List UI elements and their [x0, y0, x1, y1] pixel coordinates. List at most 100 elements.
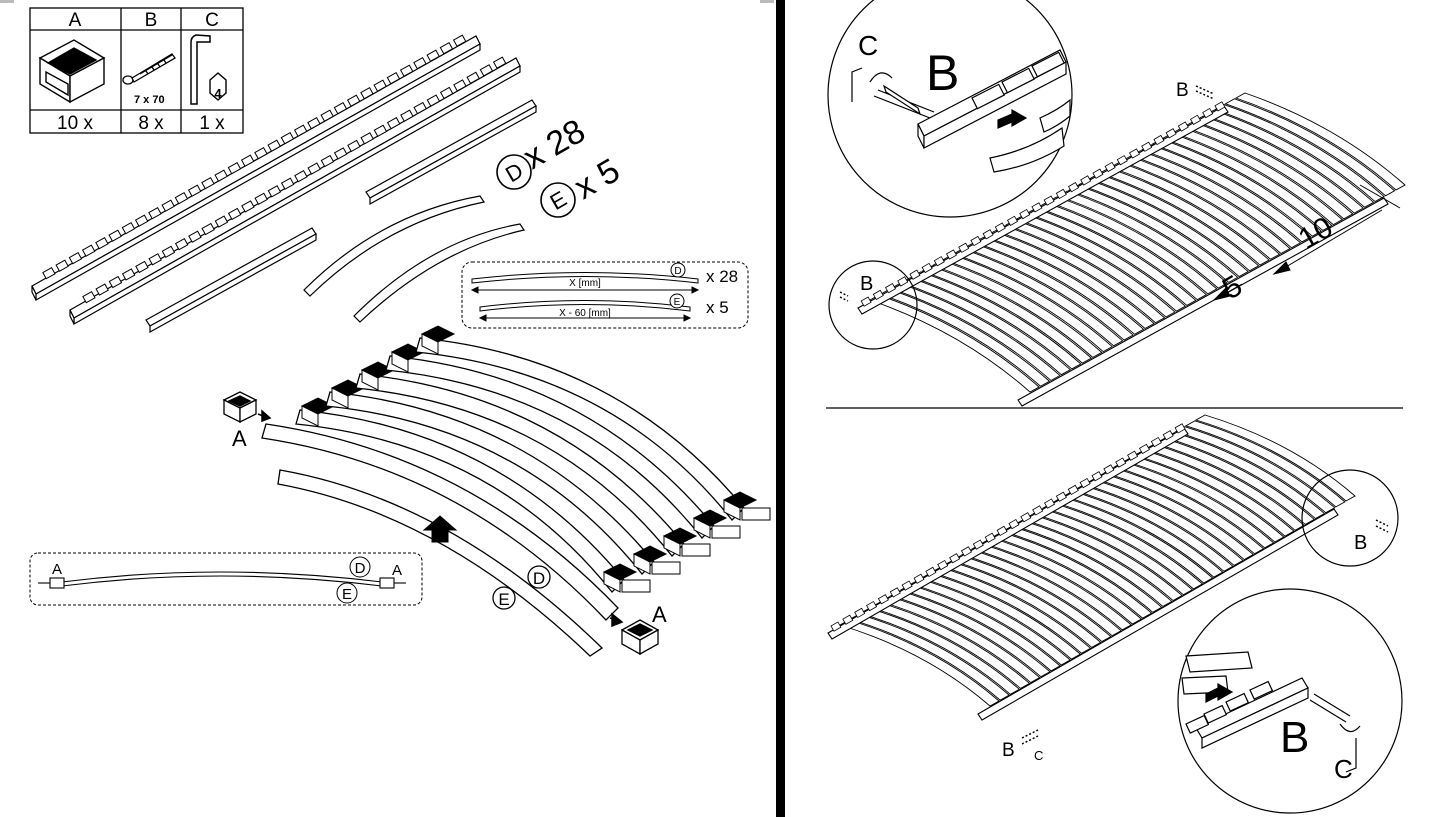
slat-e-letter: E [546, 186, 571, 215]
frame-holder [884, 283, 897, 294]
curved-slat-d [303, 195, 485, 297]
cap-right-arrow [609, 612, 624, 628]
slat-cap-end-side [723, 499, 741, 521]
zoom-circle-right [1301, 469, 1399, 567]
frame-slat [960, 549, 1122, 637]
rail-holder [161, 245, 176, 258]
rail-holder [95, 237, 109, 250]
page-divider [776, 0, 785, 817]
rail-holder [333, 147, 348, 160]
slat-cap-tab [651, 561, 681, 575]
frame-slat [879, 288, 1051, 387]
frame-holder [1214, 101, 1226, 112]
zoom-bottom-tool-label: C [1334, 754, 1353, 784]
frame-slat [971, 543, 1133, 631]
frame-holder [1177, 121, 1189, 132]
frame-holder [921, 262, 933, 274]
rail-holder [134, 214, 149, 227]
rail-holder [95, 283, 109, 296]
frame-slat [1072, 484, 1234, 572]
frame-slat [1140, 144, 1312, 243]
slat-length-legend [461, 261, 749, 329]
frame-slat [889, 282, 1061, 382]
frame-holder [1128, 148, 1141, 159]
rail-holder [426, 94, 441, 107]
detail-slat [38, 571, 406, 589]
frame-slat [1182, 121, 1354, 220]
rail-holder [267, 185, 282, 198]
rail-holder [453, 79, 467, 92]
bare-slat-d [261, 423, 619, 621]
frame-slat [921, 265, 1093, 364]
frame-slat [869, 601, 1031, 689]
slat-cap-tab [621, 579, 651, 593]
frame-slat [1067, 184, 1239, 283]
frame-holder [1127, 450, 1139, 461]
detail-e-letter: E [342, 586, 352, 603]
frame-slat [859, 607, 1021, 695]
frame-slat [994, 225, 1166, 324]
rail-holder [267, 139, 281, 152]
frame-slat [1172, 127, 1344, 226]
frame-slat [1123, 455, 1285, 543]
frame-slat [1151, 138, 1323, 237]
rail-holder [161, 199, 175, 212]
parts-table [29, 7, 244, 134]
slat-e-badge [540, 182, 576, 218]
frame-holder [994, 222, 1006, 233]
rail-holder [347, 139, 361, 153]
zoom-top-contents [851, 49, 1071, 173]
slat-cap-end-side [663, 535, 681, 557]
frame-holder [877, 594, 889, 605]
frame-slat [1234, 92, 1406, 191]
curved-slat-e [353, 223, 525, 323]
frame-slat [1103, 467, 1265, 555]
rail-holder [373, 124, 388, 137]
rail-holder [68, 252, 83, 265]
frame-holder [1116, 155, 1128, 166]
rail-holder [492, 56, 507, 69]
slat-cap-tab [741, 507, 771, 521]
frame-holder [1006, 215, 1019, 226]
frame-holder [1189, 114, 1202, 125]
frame-holder [1162, 430, 1174, 441]
frame-slat [1213, 104, 1385, 203]
slat-e-marker-label: E [498, 590, 509, 609]
rail-holder [148, 207, 162, 220]
frame-holder [933, 256, 945, 267]
frame-holder [897, 276, 909, 287]
frame-slat [900, 277, 1072, 376]
frame-holder [1031, 202, 1043, 213]
slat-cap-side [361, 369, 379, 391]
zoom-top-screw-label: B [926, 45, 959, 101]
slat-e-count: x 5 [568, 151, 626, 207]
slat-cap-side [391, 351, 409, 373]
frame-slat [1032, 508, 1194, 596]
slat-cap-side [331, 387, 349, 409]
frame-holder [872, 289, 884, 301]
frame-holder [1067, 182, 1080, 193]
zoom-top-tool-label: C [858, 30, 878, 61]
slat-cap-side [301, 405, 319, 427]
rail-holder [108, 229, 122, 242]
frame-holder [1202, 107, 1214, 119]
frame-holder [1091, 471, 1103, 482]
frame-slat [931, 259, 1103, 358]
frame-slat [1046, 196, 1218, 295]
frame-slat [1088, 173, 1260, 272]
rail-holder [135, 260, 149, 274]
frame-slat [1025, 207, 1197, 306]
screw-bottom-label: B [1002, 740, 1015, 761]
rail-holder [333, 102, 348, 115]
frame-holder [972, 539, 984, 550]
frame-slat [1082, 478, 1244, 566]
rail-holder [188, 230, 202, 243]
frame-slat [1062, 490, 1224, 578]
rail-holder [148, 253, 162, 266]
frame-holder [901, 580, 913, 591]
frame-holder [970, 235, 982, 247]
frame-holder [1138, 443, 1150, 455]
frame-rail-far [1017, 197, 1389, 407]
